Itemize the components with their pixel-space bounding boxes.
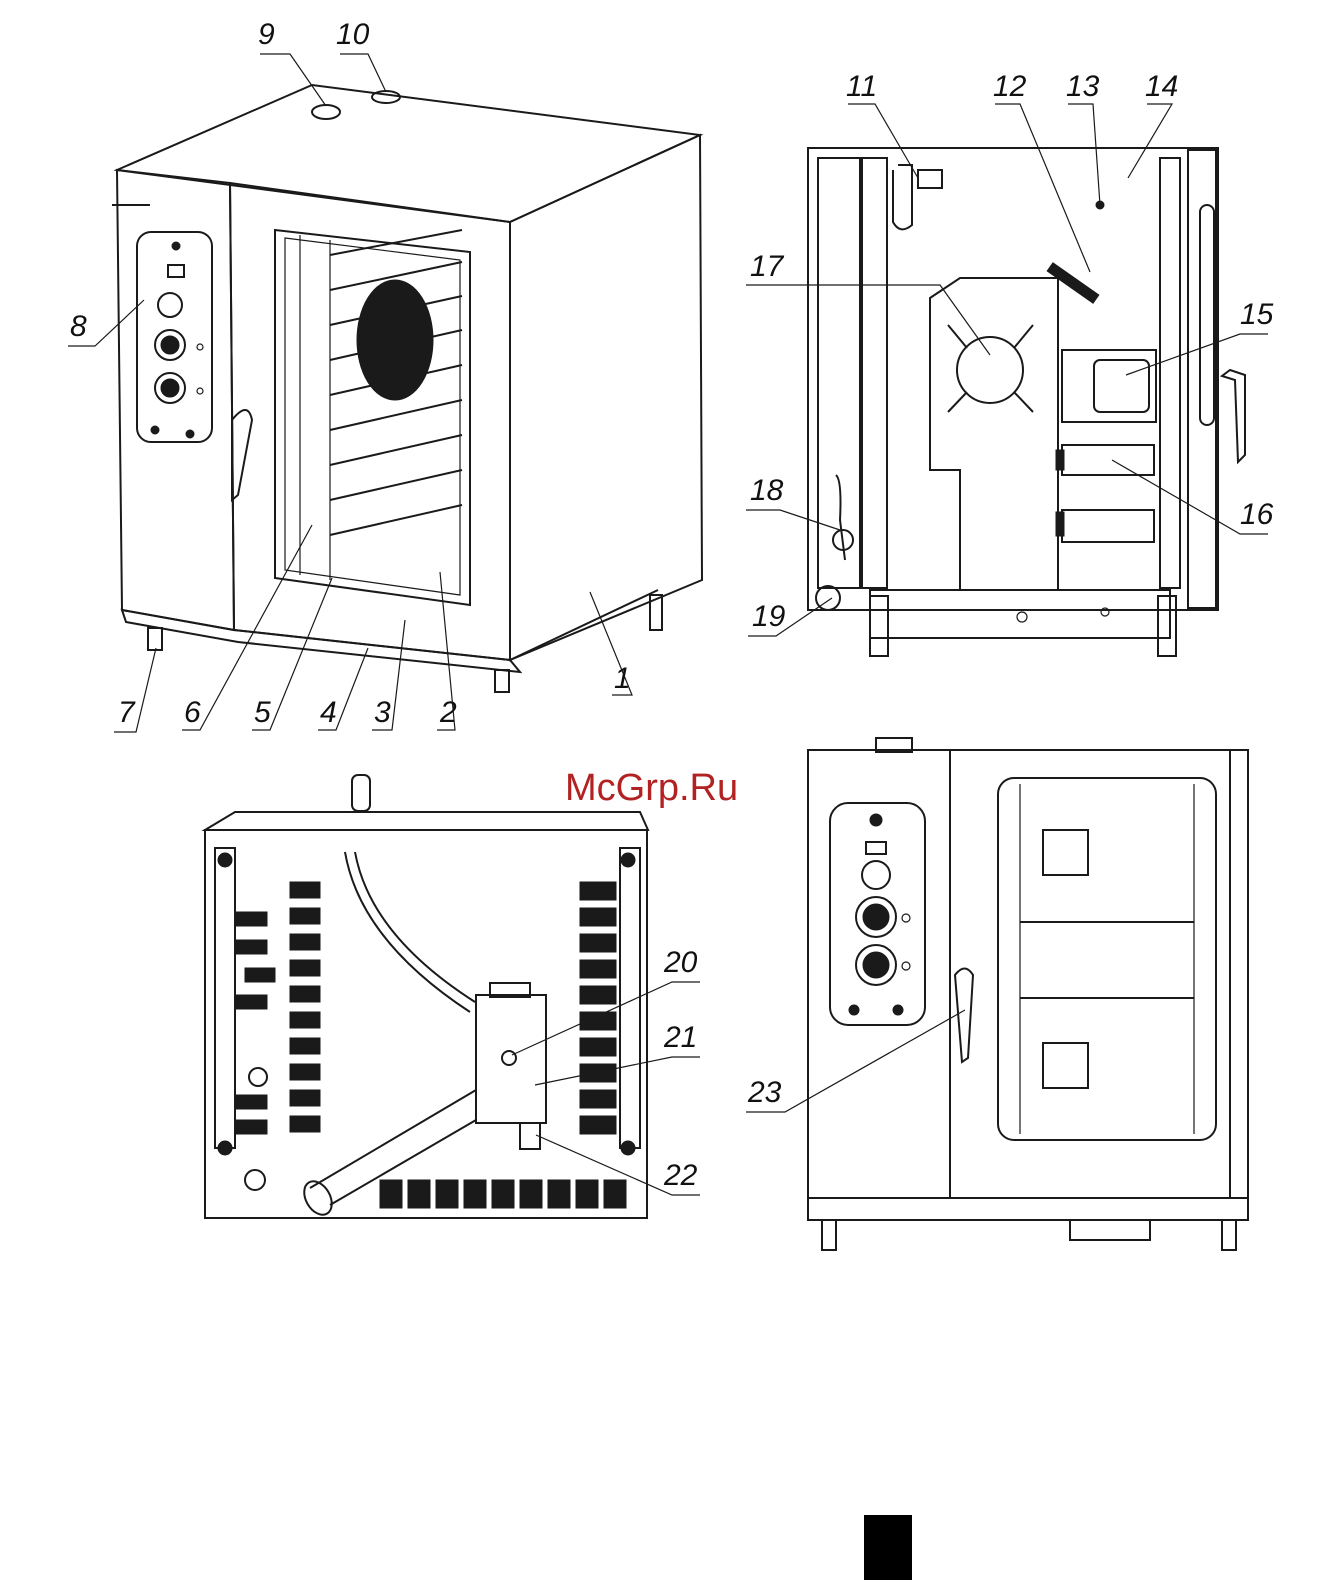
callout-20: 20: [663, 946, 698, 979]
terminal-block: [1062, 510, 1154, 542]
tray: [1043, 1043, 1088, 1088]
callout-labels: 9 10 8 7 6 5 4 3 2 1 11 12 13 14 17 15 1…: [70, 18, 1274, 1192]
page-marker: [864, 1515, 912, 1580]
door-handle: [232, 410, 252, 500]
callout-4: 4: [320, 696, 337, 729]
callout-18: 18: [750, 474, 784, 507]
callout-10: 10: [336, 18, 370, 51]
callout-5: 5: [254, 696, 271, 729]
callout-16: 16: [1240, 498, 1274, 531]
callout-21: 21: [663, 1021, 697, 1054]
oven-perspective-view: [112, 85, 702, 692]
callout-13: 13: [1066, 70, 1100, 103]
callout-7: 7: [118, 696, 136, 729]
callout-3: 3: [374, 696, 391, 729]
connection-box: [476, 995, 546, 1123]
tray: [1043, 830, 1088, 875]
fan-icon: [357, 280, 433, 400]
callout-23: 23: [747, 1076, 782, 1109]
callout-1: 1: [614, 662, 631, 695]
oven-rear-view: [205, 775, 648, 1220]
callout-14: 14: [1145, 70, 1178, 103]
callout-9: 9: [258, 18, 275, 51]
callout-17: 17: [750, 250, 785, 283]
door-handle: [955, 969, 973, 1063]
indicator-lamp-icon: [862, 861, 890, 889]
oven-side-interior-view: [808, 148, 1245, 656]
watermark: McGrp.Ru: [565, 767, 738, 809]
indicator-lamp-icon: [158, 293, 182, 317]
callout-6: 6: [184, 696, 201, 729]
callout-8: 8: [70, 310, 87, 343]
vent-pipe: [312, 105, 340, 119]
vent-opening: [372, 91, 400, 103]
terminal-block: [1062, 445, 1154, 475]
callout-15: 15: [1240, 298, 1274, 331]
callout-11: 11: [846, 70, 877, 103]
callout-2: 2: [439, 696, 457, 729]
callout-22: 22: [663, 1159, 698, 1192]
oven-rack-shelves: [300, 230, 462, 580]
door-window: [998, 778, 1216, 1140]
oven-front-view: [808, 738, 1248, 1250]
rear-vent-right: [580, 882, 616, 1134]
rear-vent-bottom: [380, 1180, 626, 1208]
rear-vent-left: [235, 882, 320, 1134]
callout-12: 12: [993, 70, 1027, 103]
callout-19: 19: [752, 600, 786, 633]
